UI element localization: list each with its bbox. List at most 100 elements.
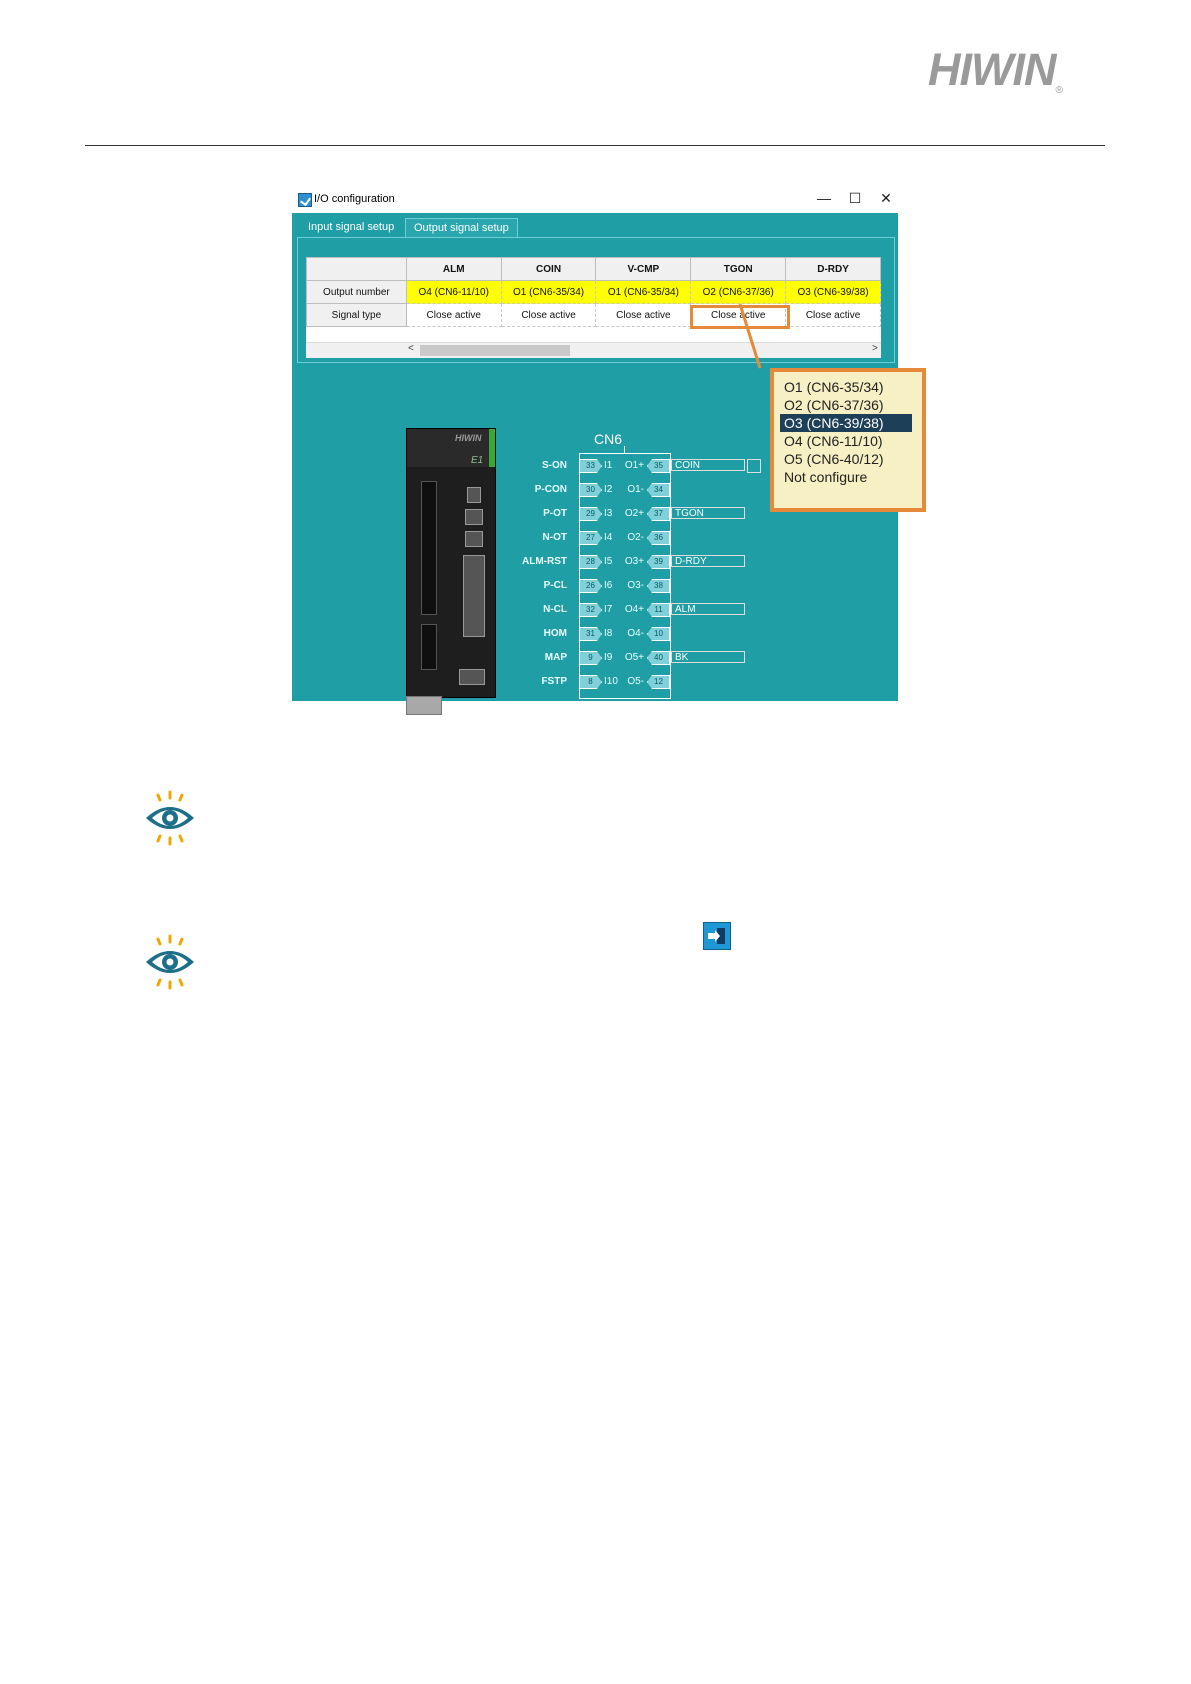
input-signal-label: N-OT [542, 532, 567, 543]
signal-type-cell[interactable]: Close active [595, 303, 692, 327]
output-grid: ALM COIN V-CMP TGON D-RDY Output number … [306, 257, 881, 342]
column-header: TGON [690, 257, 787, 281]
eye-icon [146, 934, 194, 990]
input-pin: 31 [579, 627, 602, 641]
header-rule [85, 145, 1105, 146]
input-signal-label: P-OT [543, 508, 567, 519]
registered-mark: ® [1055, 85, 1062, 96]
dropdown-option[interactable]: O4 (CN6-11/10) [784, 433, 883, 449]
input-io-label: I1 [604, 460, 613, 471]
input-io-label: I9 [604, 652, 613, 663]
drive-ground-screws [406, 696, 442, 715]
input-signal-label: S-ON [542, 460, 567, 471]
import-icon[interactable] [703, 922, 731, 950]
output-pin: 38 [647, 579, 670, 593]
input-io-label: I6 [604, 580, 613, 591]
input-pin: 32 [579, 603, 602, 617]
io-configuration-window: I/O configuration — ☐ ✕ Input signal set… [292, 188, 898, 715]
output-number-cell[interactable]: O1 (CN6-35/34) [595, 280, 692, 304]
dropdown-option[interactable]: O5 (CN6-40/12) [784, 451, 884, 467]
signal-type-cell[interactable]: Close active [785, 303, 881, 327]
row-header-output-number: Output number [306, 280, 407, 304]
drive-top-panel [407, 429, 495, 467]
output-signal-box: ALM [671, 603, 745, 615]
tab-output-signal-setup[interactable]: Output signal setup [405, 218, 518, 237]
input-io-label: I3 [604, 508, 613, 519]
hiwin-logo: HIWIN® [928, 44, 1063, 96]
column-header: V-CMP [595, 257, 692, 281]
terminal-block [421, 624, 437, 670]
output-io-label: O2+ [624, 508, 644, 519]
dropdown-option[interactable]: Not configure [784, 469, 868, 485]
servo-drive-image: HIWIN E1 [406, 428, 496, 698]
eye-icon [146, 790, 194, 846]
window-title: I/O configuration [314, 193, 395, 205]
title-bar: I/O configuration — ☐ ✕ [292, 188, 898, 213]
output-io-label: O1+ [624, 460, 644, 471]
output-io-label: O3+ [624, 556, 644, 567]
output-signal-box: TGON [671, 507, 745, 519]
output-io-label: O3- [627, 580, 644, 591]
input-pin: 29 [579, 507, 602, 521]
output-pin: 35 [647, 459, 670, 473]
output-number-cell[interactable]: O1 (CN6-35/34) [500, 280, 597, 304]
encoder-port [459, 669, 485, 685]
input-io-label: I4 [604, 532, 613, 543]
horizontal-scrollbar[interactable]: < > [306, 342, 881, 358]
output-io-label: O4+ [624, 604, 644, 615]
dropdown-option[interactable]: O2 (CN6-37/36) [784, 397, 884, 413]
output-number-cell[interactable]: O3 (CN6-39/38) [785, 280, 881, 304]
tab-input-signal-setup[interactable]: Input signal setup [308, 221, 395, 233]
dropdown-option[interactable]: O1 (CN6-35/34) [784, 379, 884, 395]
minimize-button[interactable]: — [817, 190, 831, 206]
output-pin: 12 [647, 675, 670, 689]
output-extra-box [747, 459, 761, 473]
logo-text: HIWIN [928, 44, 1056, 95]
maximize-button[interactable]: ☐ [848, 190, 862, 206]
cn6-port [463, 555, 485, 637]
input-pin: 27 [579, 531, 602, 545]
output-io-label: O2- [627, 532, 644, 543]
input-signal-label: FSTP [541, 676, 567, 687]
tab-panel [297, 237, 895, 363]
input-pin: 28 [579, 555, 602, 569]
dropdown-option-selected[interactable]: O3 (CN6-39/38) [780, 414, 912, 432]
usb-port [467, 487, 481, 503]
drive-status-bar [489, 429, 495, 467]
signal-type-cell[interactable]: Close active [500, 303, 597, 327]
input-io-label: I7 [604, 604, 613, 615]
window-client: Input signal setup Output signal setup A… [292, 213, 898, 715]
output-number-cell[interactable]: O2 (CN6-37/36) [690, 280, 787, 304]
output-number-dropdown[interactable]: O1 (CN6-35/34) O2 (CN6-37/36) O3 (CN6-39… [770, 368, 926, 512]
output-io-label: O5+ [624, 652, 644, 663]
close-button[interactable]: ✕ [880, 190, 892, 206]
input-pin: 30 [579, 483, 602, 497]
scroll-left-arrow[interactable]: < [408, 343, 414, 354]
output-pin: 36 [647, 531, 670, 545]
input-pin: 8 [579, 675, 602, 689]
scroll-thumb[interactable] [420, 345, 570, 356]
input-signal-label: MAP [544, 652, 567, 663]
scroll-right-arrow[interactable]: > [872, 343, 878, 354]
terminal-block [421, 481, 437, 615]
column-header: D-RDY [785, 257, 881, 281]
output-pin: 39 [647, 555, 670, 569]
input-signal-label: P-CON [534, 484, 567, 495]
input-pin: 26 [579, 579, 602, 593]
cn6-connector-box [579, 453, 671, 699]
output-number-cell[interactable]: O4 (CN6-11/10) [405, 280, 502, 304]
column-header: COIN [500, 257, 597, 281]
input-io-label: I10 [604, 676, 618, 687]
drive-logo: HIWIN [455, 433, 482, 443]
input-signal-label: P-CL [543, 580, 567, 591]
drive-model-label: E1 [471, 455, 484, 466]
input-io-label: I8 [604, 628, 613, 639]
signal-type-cell[interactable]: Close active [405, 303, 502, 327]
input-io-label: I5 [604, 556, 613, 567]
row-header-signal-type: Signal type [306, 303, 407, 327]
cn6-tick [624, 446, 625, 454]
output-pin: 11 [647, 603, 670, 617]
column-header: ALM [405, 257, 502, 281]
output-io-label: O1- [627, 484, 644, 495]
output-pin: 40 [647, 651, 670, 665]
